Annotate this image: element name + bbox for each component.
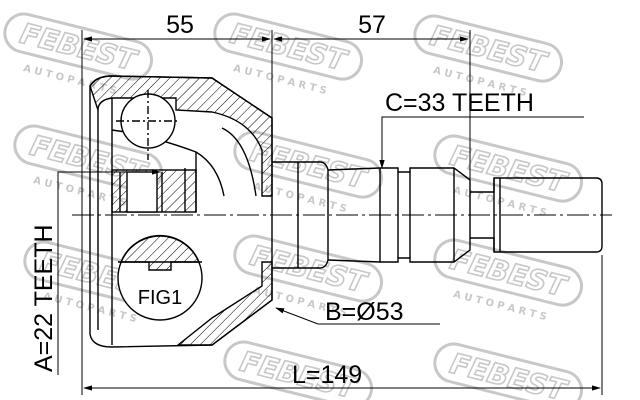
leader-outer-teeth [379,116,584,169]
fig1-inset [117,234,203,321]
cv-joint-outline [89,75,603,348]
fig1-label: FIG1 [138,287,182,309]
dim-label-57: 57 [358,11,386,39]
shaft-neck [272,161,329,269]
dim-label-inner-teeth: A=22 TEETH [30,224,58,372]
watermark-logo: FEBEST A U T O P A R T S [433,238,584,323]
watermark-logo: FEBEST A U T O P A R T S [433,134,584,219]
leader-inner-teeth [57,169,161,375]
watermark-logo: FEBEST [433,342,584,400]
dim-label-total-length: L=149 [292,361,362,389]
watermark-logo: FEBEST A U T O P A R T S [233,130,384,215]
dim-label-55: 55 [166,11,194,39]
watermark-layer: FEBEST A U T O P A R T S FEBEST A U T O … [3,12,584,400]
dim-label-seal-diameter: B=Ø53 [325,298,404,326]
housing-wall-hatch-upper [89,75,273,197]
svg-text:FEBEST: FEBEST [447,347,571,400]
housing-wall-hatch-lower [175,261,273,346]
leader-seal-diameter [275,307,440,325]
dim-label-outer-teeth: C=33 TEETH [385,89,534,117]
dimension-lines [57,30,603,395]
